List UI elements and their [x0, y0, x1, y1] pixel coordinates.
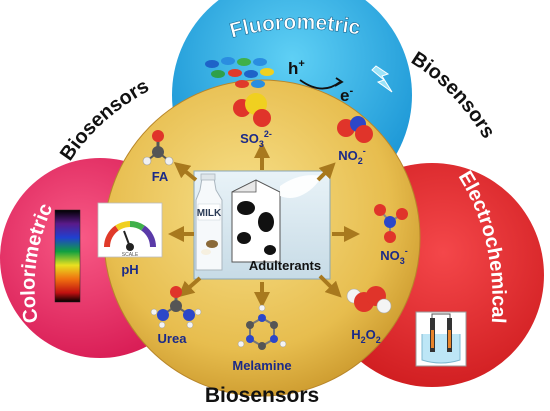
quantum-dots-icon [205, 57, 274, 88]
ph-scale-label: SCALE [122, 252, 139, 258]
so3-label: SO32- [240, 129, 272, 149]
lightning-icon [371, 65, 393, 93]
nitrite-molecule-icon [337, 116, 373, 143]
no2-label: NO2- [338, 146, 366, 166]
nitrate-molecule-icon [374, 204, 408, 243]
formaldehyde-molecule-icon [142, 130, 174, 166]
biosensors-label-top-right: Biosensors [407, 48, 499, 143]
electrochemical-cell-icon [415, 311, 467, 367]
milk-label: MILK [197, 208, 222, 219]
sulfite-molecule-icon [233, 93, 271, 127]
ph-meter-icon: SCALE [97, 202, 163, 258]
adulterants-title: Adulterants [249, 258, 321, 273]
melamine-molecule-icon [237, 304, 287, 350]
no3-label: NO3- [380, 246, 408, 266]
electron-label: e- [340, 85, 353, 105]
melamine-label: Melamine [232, 358, 291, 373]
hydrogen-peroxide-molecule-icon [346, 286, 392, 314]
urea-molecule-icon [150, 286, 202, 329]
h2o2-label: H2O2 [351, 327, 381, 345]
milk-bottle-icon: MILK [195, 173, 223, 271]
milk-carton-icon [231, 179, 281, 263]
urea-label: Urea [158, 331, 188, 346]
biosensors-label-bottom: Biosensors [205, 384, 319, 407]
fa-label: FA [152, 169, 169, 184]
milk-splash-icon [280, 175, 322, 198]
color-spectrum-strip [54, 209, 81, 303]
hole-label: h+ [288, 58, 305, 78]
ph-label: pH [121, 262, 138, 277]
adulterant-arrows [168, 142, 360, 308]
